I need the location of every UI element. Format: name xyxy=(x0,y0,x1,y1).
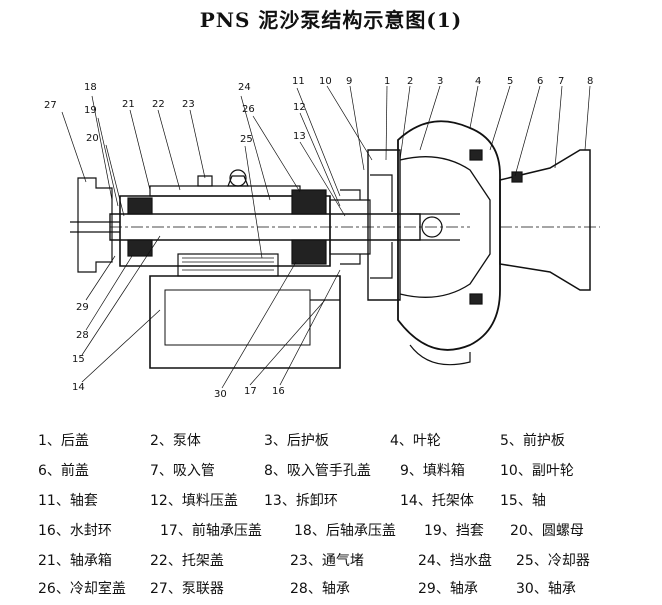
callout-16: 16 xyxy=(272,386,285,397)
callout-20: 20 xyxy=(86,133,99,144)
callout-19: 19 xyxy=(84,105,97,116)
callout-5: 5 xyxy=(507,76,513,87)
diagram-title: PNS 泥沙泵结构示意图(1) xyxy=(199,8,463,32)
callout-22: 22 xyxy=(152,99,165,110)
callout-4: 4 xyxy=(475,76,481,87)
callout-21: 21 xyxy=(122,99,135,110)
callout-29: 29 xyxy=(76,302,89,313)
frame-part xyxy=(149,275,341,369)
callout-12: 12 xyxy=(293,102,306,113)
callout-6: 6 xyxy=(537,76,543,87)
callout-18: 18 xyxy=(84,82,97,93)
callout-28: 28 xyxy=(76,330,89,341)
callout-25: 25 xyxy=(240,134,253,145)
callout-1: 1 xyxy=(384,76,390,87)
callout-24: 24 xyxy=(238,82,251,93)
callout-9: 9 xyxy=(346,76,352,87)
callout-7: 7 xyxy=(558,76,564,87)
callout-27: 27 xyxy=(44,100,57,111)
callout-10: 10 xyxy=(319,76,332,87)
callout-8: 8 xyxy=(587,76,593,87)
callout-23: 23 xyxy=(182,99,195,110)
callout-30: 30 xyxy=(214,389,227,400)
impeller-part xyxy=(399,156,491,298)
callout-13: 13 xyxy=(293,131,306,142)
callout-26: 26 xyxy=(242,104,255,115)
suction-tube-part xyxy=(499,149,591,291)
callout-11: 11 xyxy=(292,76,305,87)
callout-3: 3 xyxy=(437,76,443,87)
rear-cover-part xyxy=(367,149,401,301)
callout-15: 15 xyxy=(72,354,85,365)
callout-2: 2 xyxy=(407,76,413,87)
callout-17: 17 xyxy=(244,386,257,397)
pump-body-part xyxy=(397,120,501,351)
coupling-part xyxy=(77,177,113,273)
callout-14: 14 xyxy=(72,382,85,393)
